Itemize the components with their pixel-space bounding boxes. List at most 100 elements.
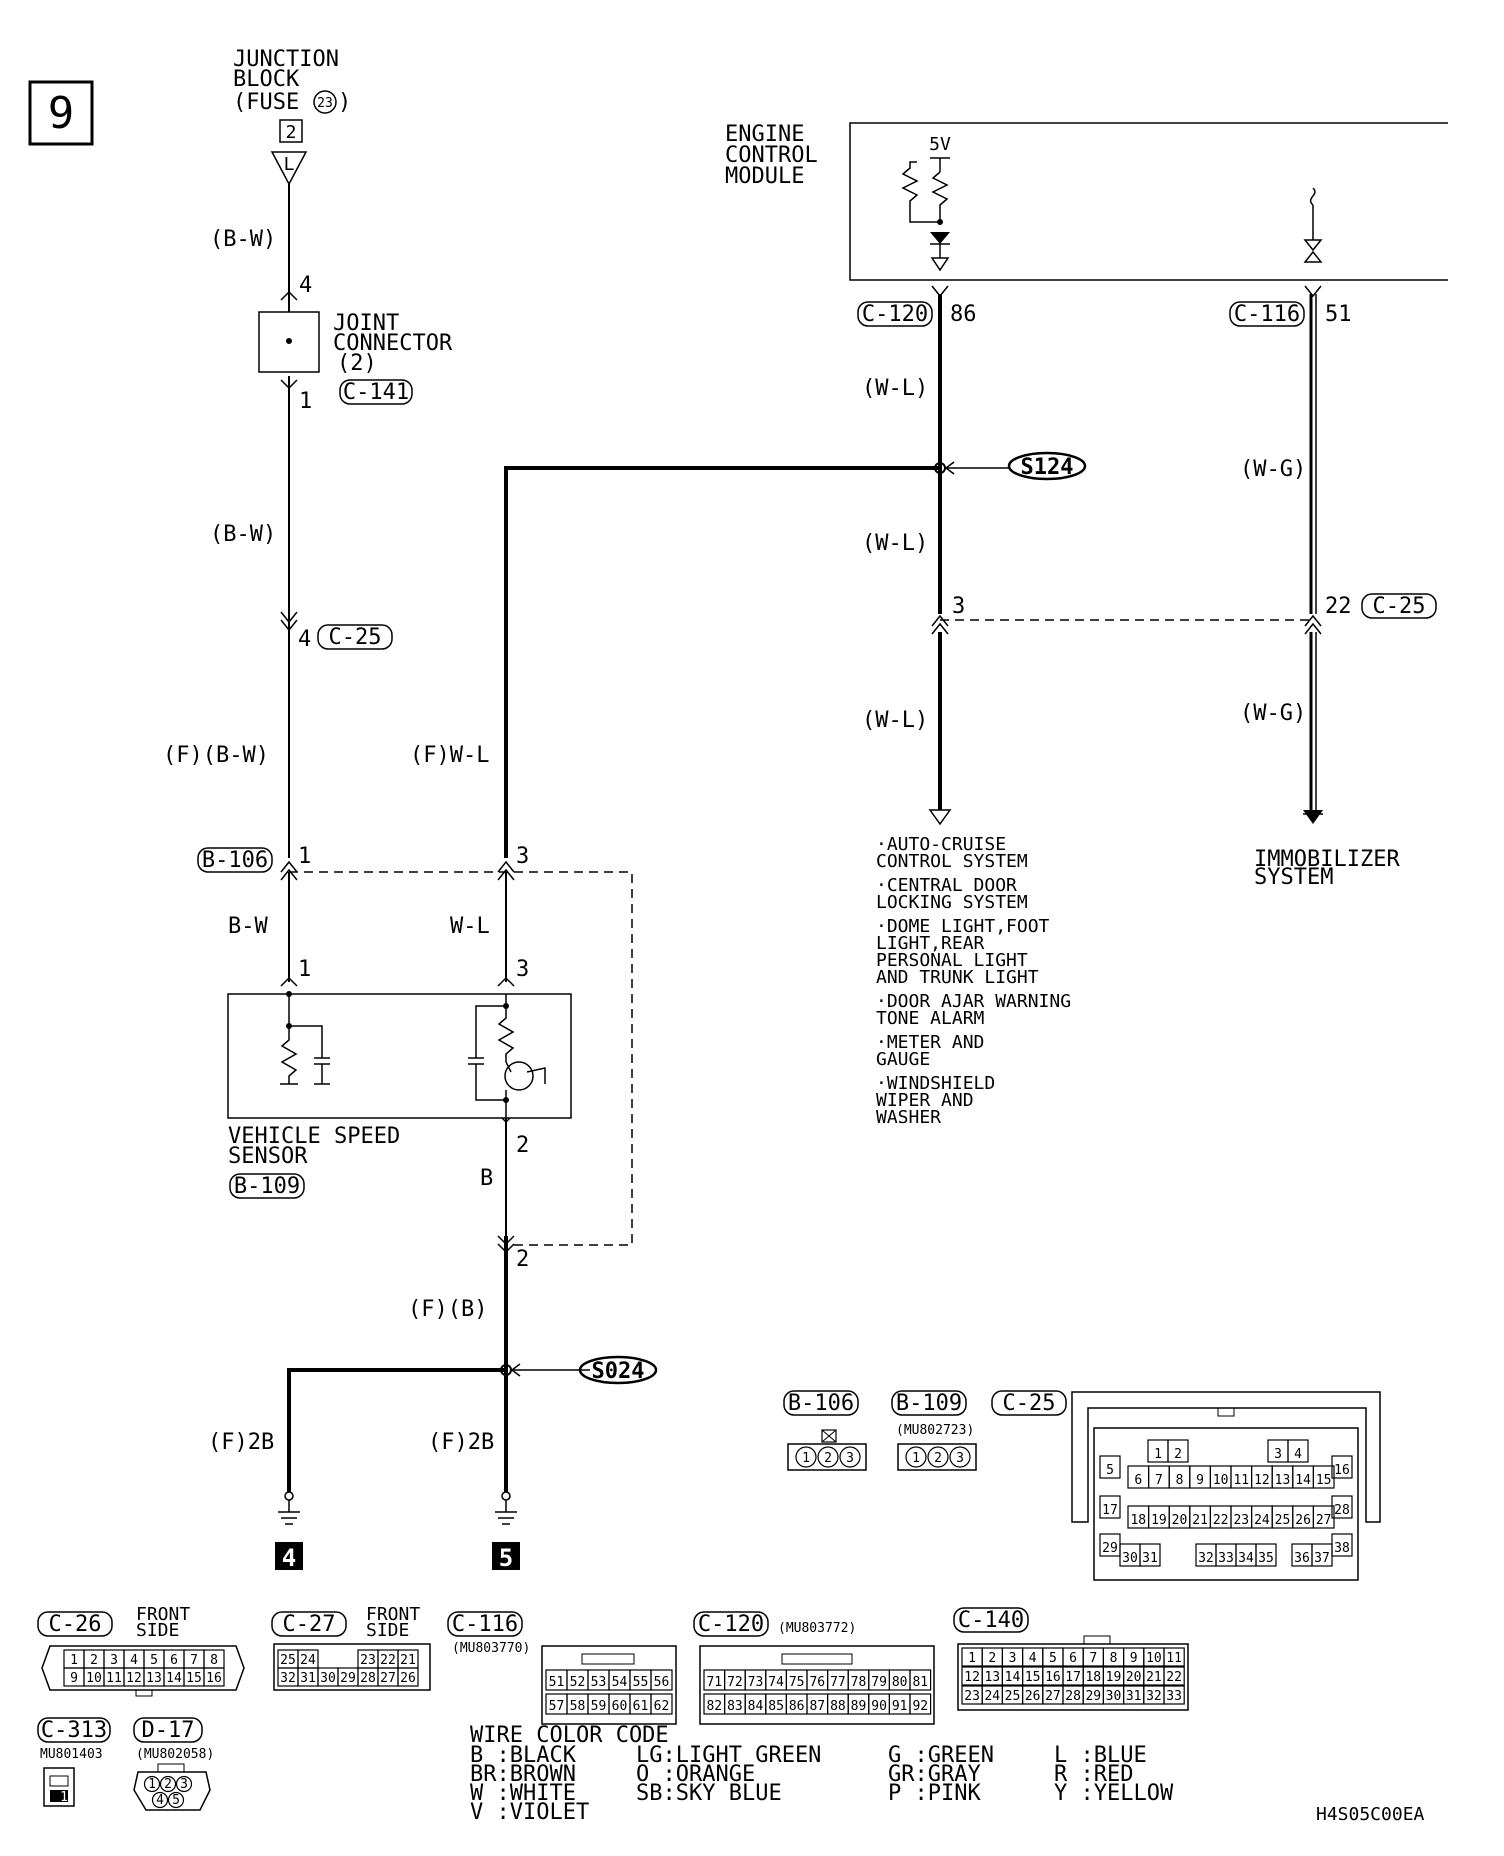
joint-pin-top: 4 — [299, 273, 312, 298]
cv-c25-pin-23: 23 — [1233, 1513, 1249, 1528]
cv-c26-note2: SIDE — [136, 1620, 179, 1641]
cv-c120-part: (MU803772) — [778, 1621, 856, 1636]
cv-c27-pin-31: 31 — [300, 1671, 316, 1686]
cv-c27-cell — [397, 1667, 419, 1687]
cv-c26-pin-11: 11 — [106, 1671, 122, 1686]
page-number: 9 — [48, 88, 75, 139]
cv-c25-cell — [1331, 1495, 1353, 1519]
c25a-label: C-25 — [329, 625, 382, 650]
cv-c27-pin-28: 28 — [360, 1671, 376, 1686]
cv-c140-pin-30: 30 — [1106, 1689, 1122, 1704]
ground-4-box — [275, 1542, 303, 1570]
wire-wl-right — [928, 285, 1010, 826]
system-item-5-line0: ·WINDSHIELD — [876, 1073, 995, 1094]
cv-c140-cell — [1163, 1647, 1185, 1667]
cv-d17-pin-5: 5 — [172, 1793, 180, 1808]
system-item-2-line2: PERSONAL LIGHT — [876, 950, 1028, 971]
cv-c25-pin-18: 18 — [1130, 1513, 1146, 1528]
cv-c140-cell — [1163, 1685, 1185, 1705]
cv-c26-pin-2: 2 — [90, 1653, 98, 1668]
cv-c140-pin-28: 28 — [1065, 1689, 1081, 1704]
joint-connector: JOINT CONNECTOR (2) C-141 — [258, 311, 453, 405]
joint-connector-id: C-141 — [343, 380, 409, 405]
cv-c120-pin-85: 85 — [768, 1699, 784, 1714]
cv-c120-pin-77: 77 — [830, 1675, 846, 1690]
cv-c116-pin-53: 53 — [591, 1675, 607, 1690]
cv-d17-pin-2: 2 — [164, 1777, 172, 1792]
cv-c25-pin-20: 20 — [1172, 1513, 1188, 1528]
cv-c27-pin-22: 22 — [380, 1653, 396, 1668]
junction-terminal: 2 — [286, 122, 297, 143]
c120-pin: 86 — [950, 302, 977, 327]
cv-c25-pin-3: 3 — [1274, 1447, 1282, 1462]
cv-b109-label: B-109 — [896, 1391, 962, 1416]
cv-c25-cell — [1331, 1455, 1353, 1479]
cv-c25-pin-37: 37 — [1314, 1551, 1330, 1566]
cv-c313-label: C-313 — [41, 1718, 107, 1743]
cv-b109-pin-1: 1 — [912, 1451, 920, 1466]
cv-c25-cell — [1312, 1505, 1335, 1529]
system-item-4-line1: GAUGE — [876, 1049, 930, 1070]
wire-label-fwl: (F)W-L — [410, 743, 489, 768]
cv-c140-pin-27: 27 — [1045, 1689, 1061, 1704]
vehicle-speed-sensor: VEHICLE SPEED SENSOR B-109 — [227, 991, 572, 1199]
b106-label: B-106 — [202, 848, 268, 873]
cv-c25-pin-24: 24 — [1254, 1513, 1270, 1528]
c25a-box — [317, 624, 393, 650]
page-number-box — [28, 80, 94, 146]
cv-c313-pin: 1 — [60, 1790, 68, 1805]
cv-b106-pin-1: 1 — [802, 1451, 810, 1466]
cv-c140-pin-31: 31 — [1126, 1689, 1142, 1704]
system-item-1-line1: LOCKING SYSTEM — [876, 892, 1028, 913]
cv-c25-pin-21: 21 — [1192, 1513, 1208, 1528]
cv-c25-pin-31: 31 — [1142, 1551, 1158, 1566]
c120-box — [857, 301, 933, 327]
cv-c120-pin-89: 89 — [851, 1699, 867, 1714]
cv-c140-label: C-140 — [958, 1608, 1024, 1633]
cv-c25-cell — [1312, 1465, 1335, 1489]
cv-c25-pin-32: 32 — [1198, 1551, 1214, 1566]
wcc-entry-0-2: W :WHITE — [470, 1781, 576, 1806]
wcc-entry-3-2: Y :YELLOW — [1054, 1781, 1174, 1806]
system-item-4-line0: ·METER AND — [876, 1032, 984, 1053]
c25-pin3: 3 — [952, 594, 965, 619]
cv-b106-pin-shape — [795, 1446, 817, 1468]
fuse-number: 23 — [317, 96, 333, 111]
cv-d17-pin-shape — [175, 1775, 193, 1793]
b106-box — [197, 847, 273, 873]
cv-c26-label: C-26 — [49, 1612, 102, 1637]
cv-c25-pin-10: 10 — [1213, 1473, 1229, 1488]
c25b-label: C-25 — [1373, 594, 1426, 619]
cv-c27-note2: SIDE — [366, 1620, 409, 1641]
cv-c25-pin-9: 9 — [1196, 1473, 1204, 1488]
cv-c26-pin-5: 5 — [150, 1653, 158, 1668]
junction-block: JUNCTION BLOCK (FUSE 23 ) 2 L — [233, 47, 351, 186]
ground-5-box — [492, 1542, 520, 1570]
cv-d17-pin-1: 1 — [148, 1777, 156, 1792]
wire-wg — [1303, 285, 1323, 824]
cv-c26-pin-12: 12 — [126, 1671, 142, 1686]
joint-connector-line2: CONNECTOR — [333, 331, 453, 356]
vss-pin2: 2 — [516, 1133, 529, 1158]
system-item-1-line0: ·CENTRAL DOOR — [876, 875, 1017, 896]
cv-c140-pin-25: 25 — [1005, 1689, 1021, 1704]
cv-d17-pin-shape — [167, 1791, 185, 1809]
cv-c25-pin-15: 15 — [1316, 1473, 1332, 1488]
cv-c25-pin-26: 26 — [1295, 1513, 1311, 1528]
wcc-entry-2-1: GR:GRAY — [888, 1762, 981, 1787]
cv-c116-part: (MU803770) — [452, 1641, 530, 1656]
cv-d17-part: (MU802058) — [136, 1747, 214, 1762]
cv-c26-cell — [203, 1667, 225, 1687]
system-item-2-line1: LIGHT,REAR — [876, 933, 985, 954]
cv-c140-pin-1: 1 — [968, 1651, 976, 1666]
wire-label-fbw: (F)(B-W) — [163, 743, 269, 768]
b106-pin1: 1 — [298, 844, 311, 869]
cv-c25-pin-22: 22 — [1213, 1513, 1229, 1528]
vss-pin3: 3 — [516, 957, 529, 982]
engine-control-module: ENGINE CONTROL MODULE 5V — [725, 122, 1448, 281]
